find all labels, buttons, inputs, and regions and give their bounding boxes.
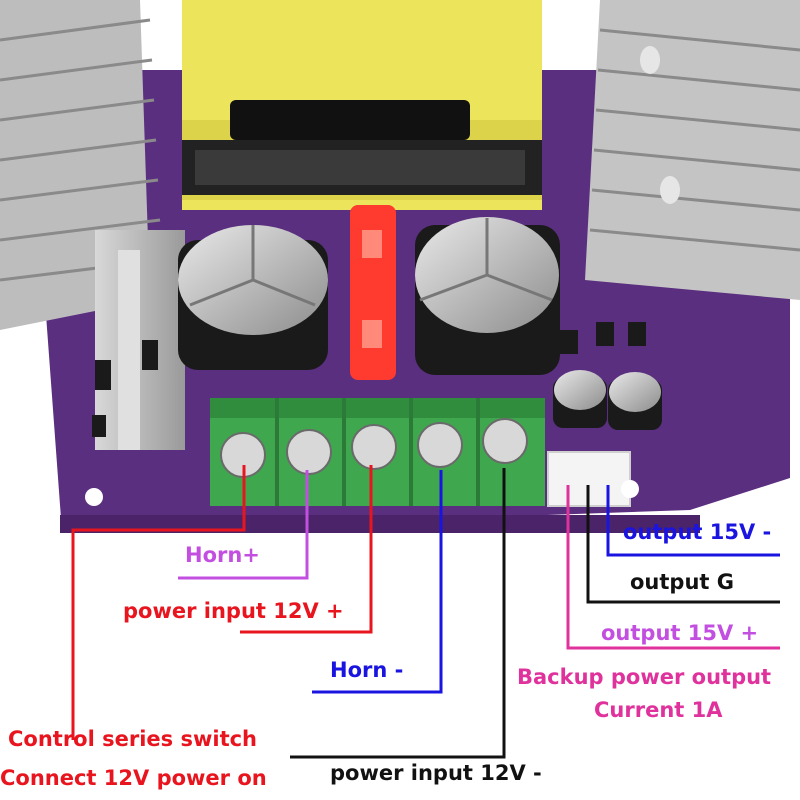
smd-components bbox=[92, 322, 646, 437]
mounting-hole-left bbox=[85, 488, 103, 506]
label-horn-plus: Horn+ bbox=[185, 543, 260, 567]
capacitor-small-1 bbox=[553, 370, 607, 428]
label-power-input-12v-minus: power input 12V - bbox=[330, 761, 542, 785]
terminal-block bbox=[210, 398, 545, 506]
wire-horn-minus bbox=[312, 470, 443, 694]
wire-output-15v-minus bbox=[606, 485, 780, 557]
transformer bbox=[182, 0, 542, 210]
mounting-hole-right bbox=[621, 480, 639, 498]
label-power-input-12v-plus: power input 12V + bbox=[123, 599, 344, 623]
capacitor-right bbox=[415, 217, 560, 375]
fuse bbox=[350, 205, 396, 380]
label-output-15v-minus: output 15V - bbox=[623, 520, 772, 544]
heatsink-right bbox=[585, 0, 800, 300]
wire-output-15v-plus bbox=[566, 485, 780, 650]
wire-horn-plus bbox=[178, 470, 309, 580]
label-control-series-switch: Control series switch bbox=[8, 727, 258, 751]
label-connect-12v-power-on: Connect 12V power on bbox=[0, 766, 267, 790]
label-current-1a: Current 1A bbox=[594, 698, 723, 722]
label-output-g: output G bbox=[630, 570, 734, 594]
wire-output-g bbox=[586, 485, 780, 604]
heatsink-left bbox=[0, 0, 185, 450]
capacitor-small-2 bbox=[608, 372, 662, 430]
wire-power-12v-plus bbox=[240, 465, 373, 634]
label-horn-minus: Horn - bbox=[330, 658, 404, 682]
wire-power-12v-minus bbox=[290, 468, 506, 759]
label-backup-power-output: Backup power output bbox=[517, 665, 772, 689]
wire-control-switch bbox=[71, 465, 246, 740]
label-output-15v-plus: output 15V + bbox=[601, 621, 759, 645]
capacitor-left bbox=[178, 225, 328, 370]
